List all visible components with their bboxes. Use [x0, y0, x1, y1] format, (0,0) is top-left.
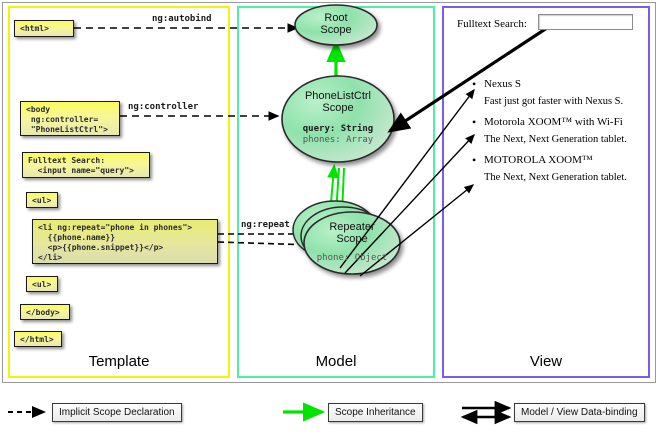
code-box-body-controller-tag: <body ng:controller= "PhoneListCtrl">: [20, 101, 120, 136]
view-search-input[interactable]: [538, 14, 633, 30]
edge-label-ng-controller: ng:controller: [128, 102, 199, 112]
list-item[interactable]: Nexus S Fast just got faster with Nexus …: [470, 77, 650, 107]
view-item-title: Nexus S: [470, 77, 650, 92]
legend-item-implicit-scope-declaration: Implicit Scope Declaration: [52, 403, 182, 422]
view-item-snippet: The Next, Next Generation tablet.: [484, 172, 627, 183]
legend-item-model-view-data-binding: Model / View Data-binding: [514, 403, 645, 422]
code-box-ul-open-tag: <ul>: [26, 192, 58, 208]
view-phone-list: Nexus S Fast just got faster with Nexus …: [470, 77, 650, 192]
code-box-li-repeat-block: <li ng:repeat="phone in phones"> {{phone…: [32, 219, 218, 264]
list-item[interactable]: Motorola XOOM™ with Wi-Fi The Next, Next…: [470, 115, 650, 145]
code-box-body-close-tag: </body>: [20, 304, 70, 320]
view-search-label: Fulltext Search:: [457, 18, 527, 30]
code-box-fulltext-search-input: Fulltext Search: <input name="query">: [22, 152, 150, 178]
panel-template-caption: Template: [88, 353, 150, 370]
panel-view-caption: View: [529, 353, 563, 370]
code-box-ul-close-tag: <ul>: [26, 276, 58, 292]
code-box-html-close-tag: </html>: [14, 331, 62, 347]
view-item-snippet: The Next, Next Generation tablet.: [484, 134, 627, 145]
edge-label-ng-autobind: ng:autobind: [152, 14, 212, 24]
legend: Implicit Scope Declaration Scope Inherit…: [0, 396, 660, 435]
edge-label-ng-repeat: ng:repeat: [241, 220, 290, 230]
legend-item-scope-inheritance: Scope Inheritance: [328, 403, 423, 422]
list-item[interactable]: MOTOROLA XOOM™ The Next, Next Generation…: [470, 153, 650, 183]
view-item-title: Motorola XOOM™ with Wi-Fi: [470, 115, 650, 130]
panel-view: View: [442, 6, 650, 378]
code-box-html-open-tag: <html>: [14, 20, 74, 37]
view-item-snippet: Fast just got faster with Nexus S.: [484, 96, 624, 107]
panel-model-caption: Model: [315, 353, 357, 370]
panel-model: Model: [237, 6, 435, 378]
view-item-title: MOTOROLA XOOM™: [470, 153, 650, 168]
